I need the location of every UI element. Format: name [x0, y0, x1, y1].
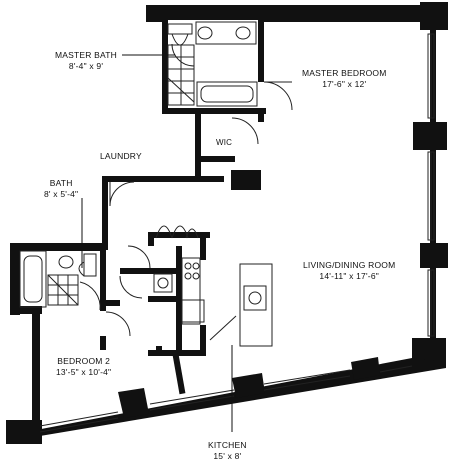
- laundry-name: LAUNDRY: [100, 151, 142, 161]
- label-kitchen: KITCHEN 15' x 8': [208, 440, 247, 462]
- kitchen-name: KITCHEN: [208, 440, 247, 450]
- master-bedroom-name: MASTER BEDROOM: [302, 68, 387, 78]
- master-bath-dims: 8'-4" x 9': [68, 61, 104, 71]
- label-master-bedroom: MASTER BEDROOM 17'-6" x 12': [302, 68, 387, 90]
- label-bath: BATH 8' x 5'-4": [44, 178, 78, 200]
- leader-lines: [81, 54, 233, 432]
- bedroom-2-name: BEDROOM 2: [57, 356, 111, 366]
- master-bedroom-dims: 17'-6" x 12': [322, 79, 367, 89]
- label-master-bath: MASTER BATH 8'-4" x 9': [55, 50, 117, 72]
- bath-name: BATH: [49, 178, 73, 188]
- label-bedroom-2: BEDROOM 2 13'-5" x 10'-4": [56, 356, 111, 378]
- living-dining-dims: 14'-11" x 17'-6": [319, 271, 379, 281]
- bedroom-2-dims: 13'-5" x 10'-4": [56, 367, 112, 377]
- windows: [39, 33, 435, 433]
- label-laundry: LAUNDRY: [100, 151, 142, 162]
- interior-walls: [100, 18, 425, 395]
- bath-dims: 8' x 5'-4": [44, 189, 79, 199]
- wic-name: WIC: [216, 138, 233, 147]
- master-bath-name: MASTER BATH: [55, 50, 118, 60]
- label-living-dining: LIVING/DINING ROOM 14'-11" x 17'-6": [303, 260, 395, 282]
- living-dining-name: LIVING/DINING ROOM: [303, 260, 396, 270]
- kitchen-dims: 15' x 8': [213, 451, 242, 461]
- fixtures: [19, 21, 273, 347]
- label-wic: WIC: [216, 137, 232, 148]
- doors: [79, 43, 293, 341]
